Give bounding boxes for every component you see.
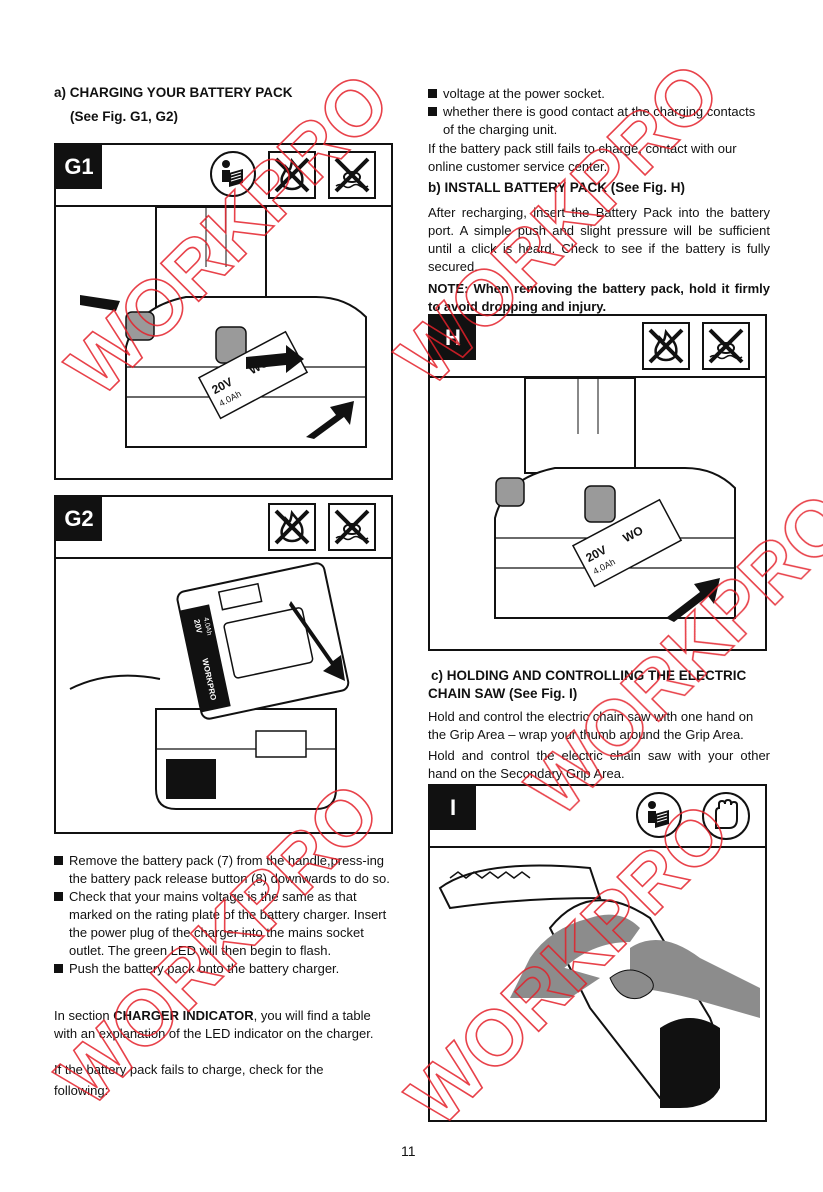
still-fails-text: If the battery pack still fails to charg…: [428, 141, 737, 174]
no-water-icon: [328, 503, 376, 551]
bullet-square: [54, 856, 63, 865]
bullet-square: [54, 892, 63, 901]
heading-charging: a) CHARGING YOUR BATTERY PACK: [54, 85, 293, 100]
figure-label-g1: G1: [56, 145, 102, 189]
no-water-icon: [328, 151, 376, 199]
figure-label-i: I: [430, 786, 476, 830]
fail-check-intro: If the battery pack fails to charge, che…: [54, 1062, 324, 1098]
heading-holding-line2: CHAIN SAW (See Fig. I): [428, 686, 578, 701]
bullet-square: [428, 107, 437, 116]
battery-install-illustration: 20V 4.0Ah WO: [430, 377, 765, 649]
figure-g1: G1 20V 4.0Ah WO: [54, 143, 393, 480]
figure-g2: G2 20V 4.0Ah WORKPRO: [54, 495, 393, 834]
holding-text-1: Hold and control the electric chain saw …: [428, 709, 754, 742]
list-item: voltage at the power socket.: [428, 85, 768, 103]
gloves-icon: [702, 792, 750, 840]
holding-text-2: Hold and control the electric chain saw …: [428, 748, 770, 781]
page-number: 11: [401, 1143, 416, 1159]
no-fire-icon: [268, 503, 316, 551]
charging-steps-list: Remove the battery pack (7) from the han…: [54, 852, 394, 978]
figure-h: H 20V 4.0Ah WO: [428, 314, 767, 651]
charger-indicator-reference: In section CHARGER INDICATOR, you will f…: [54, 1008, 374, 1041]
list-item: whether there is good contact at the cha…: [428, 103, 768, 139]
chainsaw-grip-illustration: [430, 848, 765, 1120]
heading-charging-figref: (See Fig. G1, G2): [70, 109, 179, 124]
battery-removal-illustration: 20V 4.0Ah WO: [56, 206, 391, 478]
list-item: Check that your mains voltage is the sam…: [54, 888, 394, 960]
bullet-square: [54, 964, 63, 973]
charge-check-list: voltage at the power socket. whether the…: [428, 85, 768, 139]
figure-label-h: H: [430, 316, 476, 360]
removal-note: NOTE: When removing the battery pack, ho…: [428, 281, 770, 314]
heading-holding-line1: c) HOLDING AND CONTROLLING THE ELECTRIC: [431, 668, 747, 683]
battery-charger-illustration: 20V 4.0Ah WORKPRO: [56, 559, 391, 832]
bullet-square: [428, 89, 437, 98]
heading-install-battery: b) INSTALL BATTERY PACK (See Fig. H): [428, 180, 686, 195]
install-battery-text: After recharging, insert the Battery Pac…: [428, 205, 770, 274]
figure-i: I: [428, 784, 767, 1122]
no-fire-icon: [642, 322, 690, 370]
list-item: Remove the battery pack (7) from the han…: [54, 852, 394, 888]
charger-pack-capacity: 4.0Ah: [202, 617, 213, 636]
charger-indicator-section-name: CHARGER INDICATOR: [113, 1008, 254, 1023]
list-item: Push the battery pack onto the battery c…: [54, 960, 394, 978]
no-water-icon: [702, 322, 750, 370]
read-manual-icon: [636, 792, 682, 838]
charger-pack-voltage: 20V: [192, 618, 204, 634]
no-fire-icon: [268, 151, 316, 199]
read-manual-icon: [210, 151, 256, 197]
figure-label-g2: G2: [56, 497, 102, 541]
